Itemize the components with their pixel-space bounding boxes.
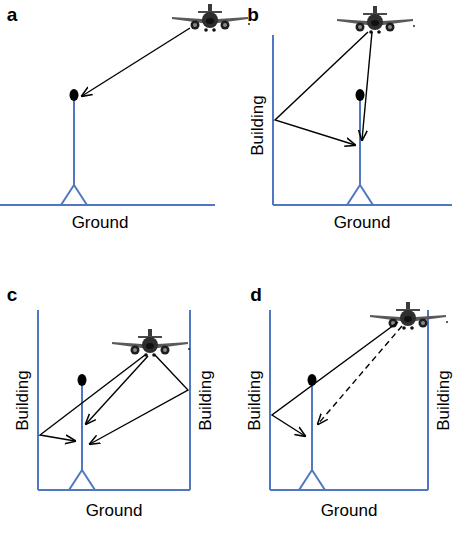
ground-label: Ground [86, 502, 143, 519]
panel-letter: b [247, 5, 259, 24]
building-label: Building [14, 370, 31, 431]
airplane [172, 4, 250, 32]
building-label: Building [246, 370, 263, 431]
building-label: Building [197, 370, 214, 431]
person [69, 374, 95, 490]
panel-letter: a [7, 5, 18, 24]
ground-label: Ground [321, 502, 378, 519]
airplane [112, 329, 190, 357]
panel-letter: c [7, 285, 18, 304]
airplane [370, 302, 448, 330]
ground-lines [0, 35, 452, 490]
building-label: Building [249, 95, 266, 156]
airplane [337, 6, 415, 34]
ground-label: Ground [72, 214, 129, 231]
signal-paths [40, 28, 402, 444]
person [61, 89, 87, 205]
person [347, 89, 373, 205]
ground-label: Ground [334, 214, 391, 231]
panel-letter: d [250, 285, 262, 304]
building-label: Building [435, 370, 452, 431]
